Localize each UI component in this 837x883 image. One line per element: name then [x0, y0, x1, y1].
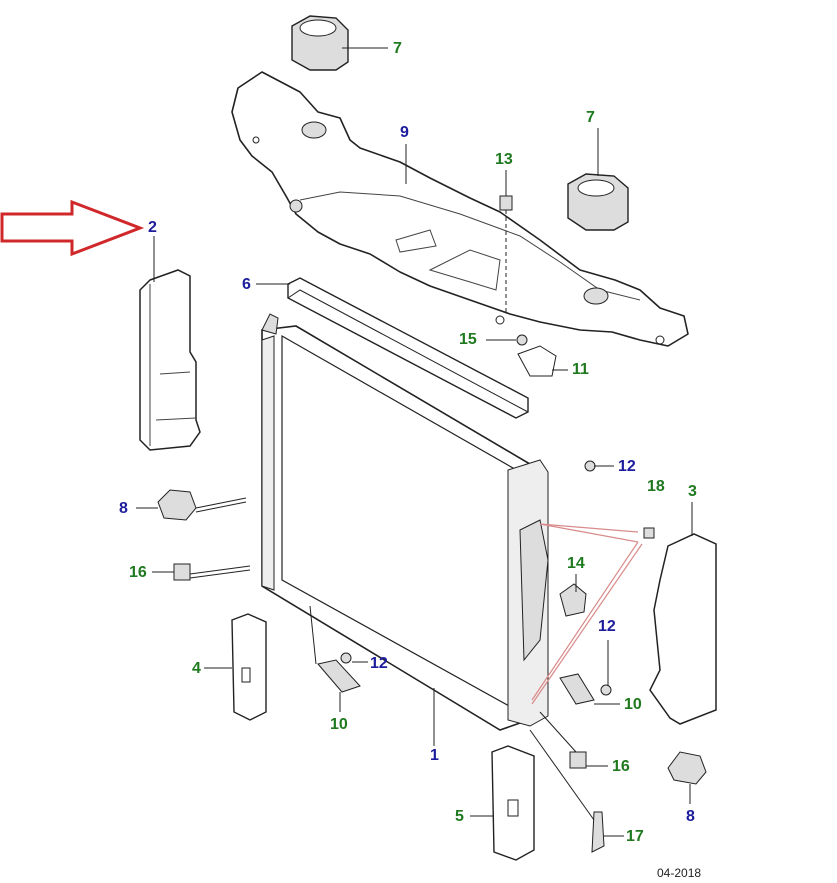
callout-16: 16 — [612, 758, 630, 775]
bolt-part-12a — [584, 460, 596, 472]
crossmember-part — [231, 71, 689, 347]
callout-12: 12 — [370, 655, 388, 672]
callout-15: 15 — [459, 331, 477, 348]
panel-slot — [241, 667, 251, 683]
callout-14: 14 — [567, 555, 585, 572]
drain-part-17 — [591, 811, 605, 853]
callout-10: 10 — [330, 716, 348, 733]
clip-part-11 — [517, 345, 557, 377]
callout-7: 7 — [393, 40, 402, 57]
pin-leader-lines — [531, 523, 643, 705]
bolt-hole — [655, 335, 665, 345]
callout-7: 7 — [586, 109, 595, 126]
clip-part-16a — [173, 563, 191, 581]
callout-11: 11 — [572, 361, 589, 378]
callout-10: 10 — [624, 696, 642, 713]
bracket-part-10b — [559, 673, 595, 705]
callout-4: 4 — [192, 660, 201, 677]
leader-lines — [136, 47, 693, 837]
pin-part-18 — [643, 527, 655, 539]
pointer-arrow — [0, 199, 145, 257]
deflector-detail — [149, 284, 197, 446]
callout-9: 9 — [400, 124, 409, 141]
right-deflector-part — [649, 533, 717, 725]
bolt-part-13 — [499, 195, 513, 312]
callout-13: 13 — [495, 151, 513, 168]
callout-5: 5 — [455, 808, 464, 825]
bracket-part-8b — [667, 751, 707, 785]
lower-left-panel-part — [231, 613, 267, 721]
bracket-part-8a — [157, 489, 197, 521]
bolt-hole — [252, 136, 260, 144]
bolt-part-12b — [600, 684, 612, 696]
mount-hole — [583, 287, 609, 305]
bolt-part-15 — [516, 334, 528, 346]
clip-part-16b — [569, 751, 587, 769]
bolt-part-12c — [340, 652, 352, 664]
callout-12: 12 — [618, 458, 636, 475]
callout-1: 1 — [430, 747, 439, 764]
callout-18: 18 — [647, 478, 665, 495]
seal-strip-edge — [287, 289, 529, 413]
callout-16: 16 — [129, 564, 147, 581]
radiator-part — [261, 313, 549, 731]
bracket-part-10a — [317, 659, 361, 693]
bolt-hole — [495, 315, 505, 325]
mount-hole — [301, 121, 327, 139]
date-code: 04-2018 — [657, 866, 702, 880]
callout-17: 17 — [626, 828, 644, 845]
insulator-part-7b — [567, 173, 629, 231]
callout-3: 3 — [688, 483, 697, 500]
cap-part-14 — [559, 583, 587, 617]
crossmember-detail — [299, 191, 641, 301]
bolt-hole — [289, 199, 303, 213]
callout-12: 12 — [598, 618, 616, 635]
lower-right-panel-part — [491, 745, 535, 861]
left-deflector-part — [139, 269, 201, 451]
panel-slot — [507, 799, 519, 817]
insulator-part-7a — [291, 15, 349, 71]
callout-8: 8 — [686, 808, 695, 825]
callout-6: 6 — [242, 276, 251, 293]
callout-2: 2 — [148, 219, 157, 236]
callout-8: 8 — [119, 500, 128, 517]
